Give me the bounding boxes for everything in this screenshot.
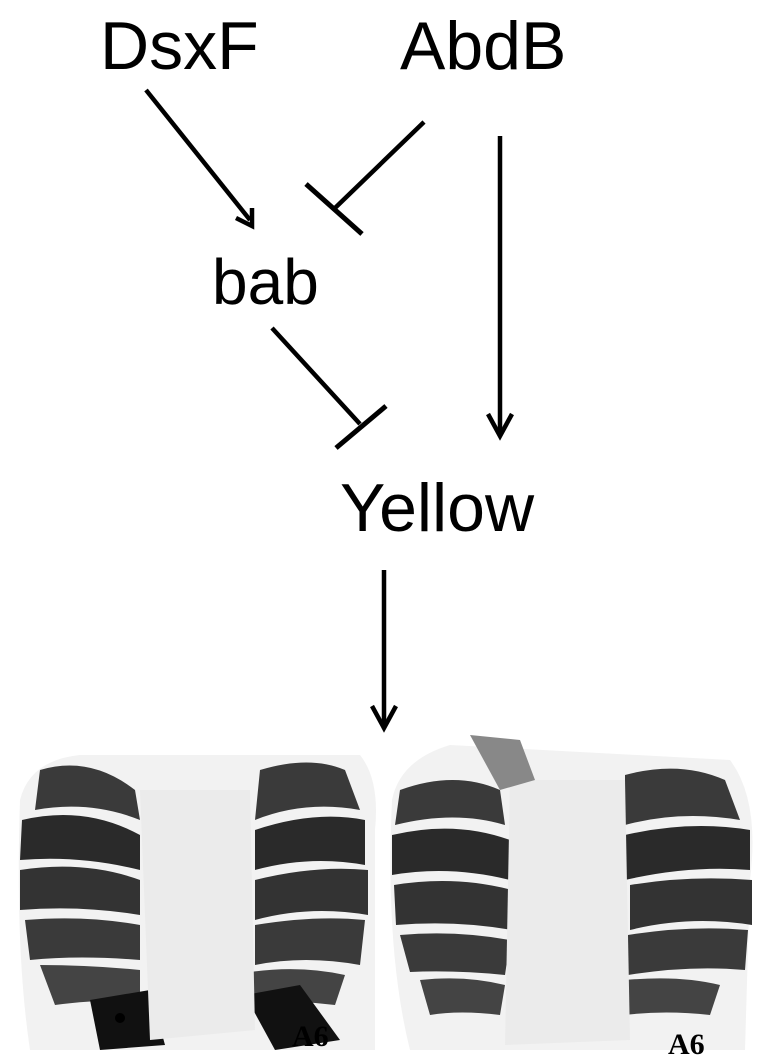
edge-abdb-activates-yellow — [488, 136, 512, 436]
panel-label-right: A6 — [668, 1028, 705, 1061]
edge-bab-represses-yellow — [272, 328, 386, 448]
abdomen-image-left — [19, 755, 376, 1050]
edge-dsxf-activates-bab — [146, 90, 252, 226]
edge-yellow-to-pigmentation — [372, 570, 396, 728]
panel-label-left: A6 — [292, 1020, 329, 1053]
edge-abdb-represses-bab — [306, 122, 424, 234]
abdomen-image-right — [390, 735, 752, 1050]
